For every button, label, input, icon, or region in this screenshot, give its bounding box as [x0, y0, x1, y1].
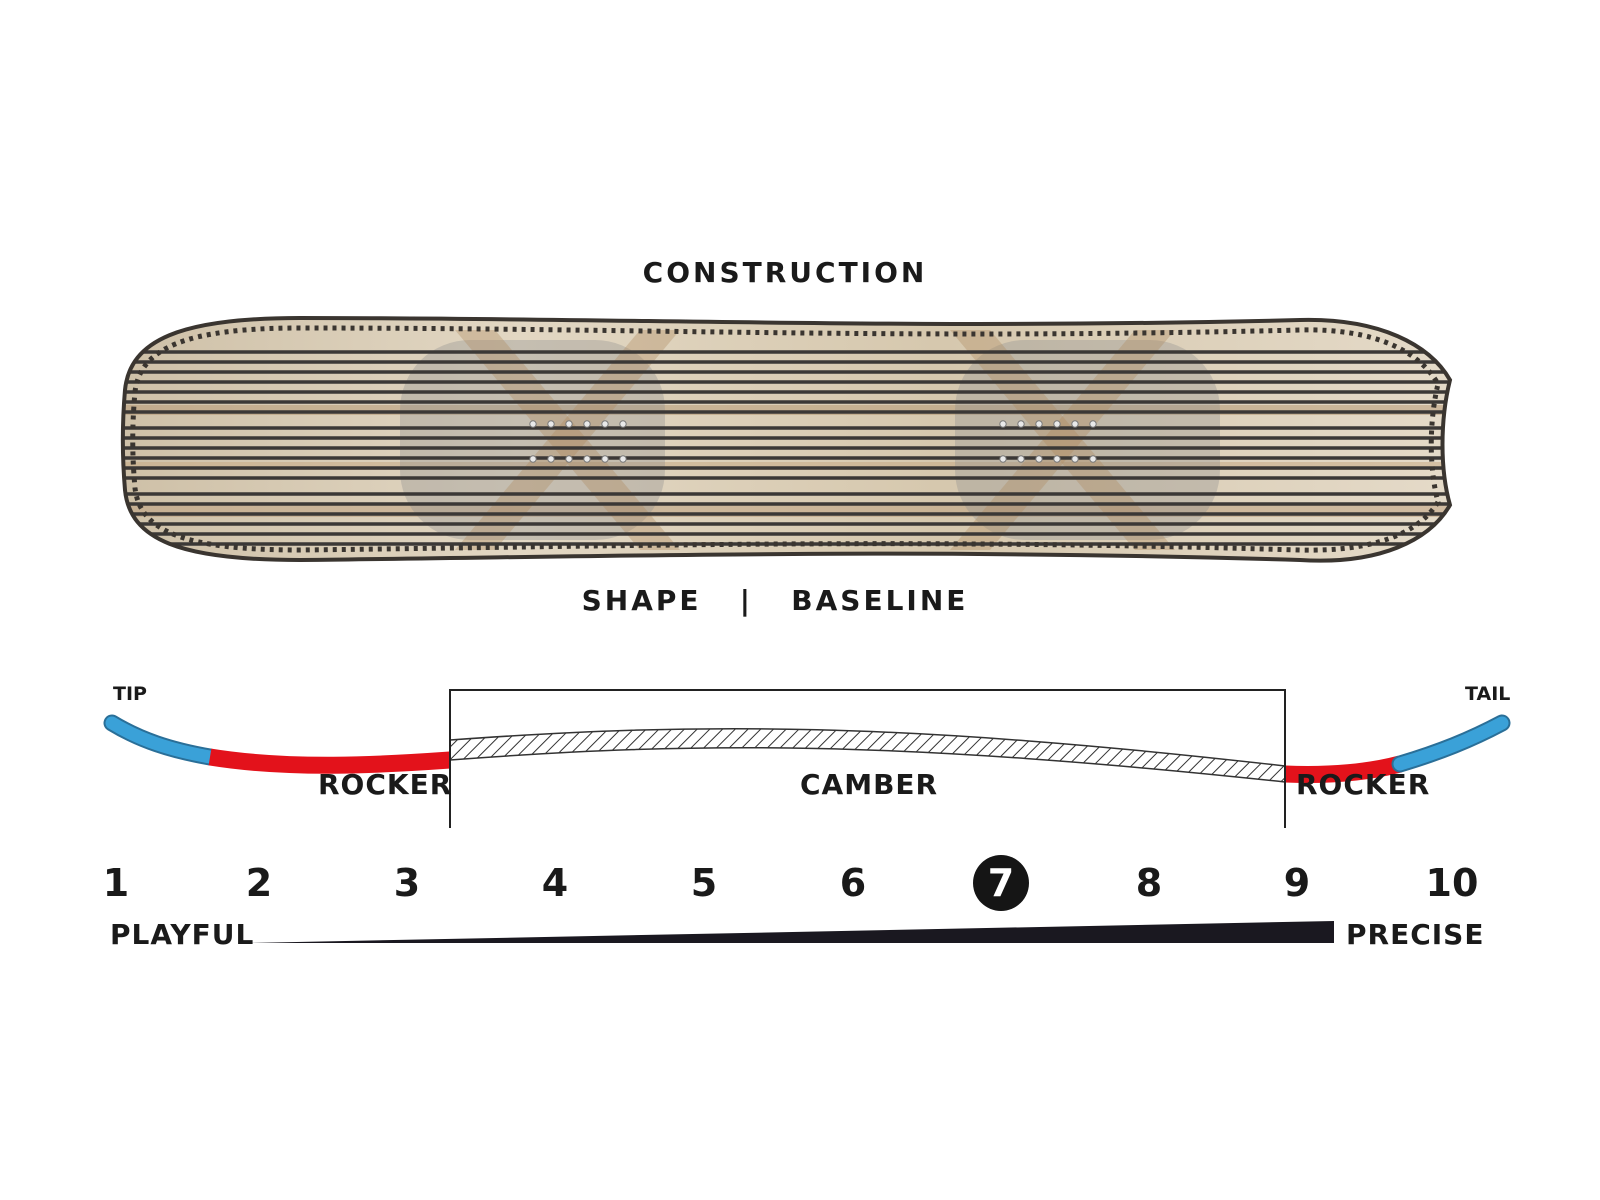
shape-label: SHAPE [581, 584, 702, 617]
shape-value: BASELINE [791, 584, 969, 617]
insert-hole [529, 420, 537, 428]
rocker-left-section [208, 748, 451, 774]
scale-number: 5 [690, 861, 718, 905]
carbon-stringers [122, 350, 1450, 546]
playful-label: PLAYFUL [110, 918, 255, 951]
insert-hole [1035, 455, 1043, 463]
tip-section [105, 716, 217, 764]
tail-label: TAIL [1465, 683, 1511, 705]
insert-hole [1017, 455, 1025, 463]
precise-label: PRECISE [1346, 918, 1485, 951]
insert-hole [547, 420, 555, 428]
camber-label: CAMBER [800, 768, 939, 801]
insert-hole [601, 455, 609, 463]
binding-inserts [529, 420, 1097, 463]
scale-number-selected: 7 [973, 855, 1029, 911]
scale-number: 6 [839, 861, 867, 905]
insert-hole [529, 455, 537, 463]
insert-hole [1071, 455, 1079, 463]
camber-bracket [449, 689, 1286, 828]
scale-number: 8 [1135, 861, 1163, 905]
tip-label: TIP [113, 683, 147, 705]
insert-hole [1089, 455, 1097, 463]
insert-hole [565, 420, 573, 428]
scale-number: 2 [245, 861, 273, 905]
flex-wedge [248, 921, 1334, 943]
insert-hole [547, 455, 555, 463]
scale-number: 3 [393, 861, 421, 905]
insert-hole [619, 455, 627, 463]
insert-hole [583, 420, 591, 428]
tail-section [1393, 716, 1509, 771]
rocker-right-section [1284, 755, 1403, 784]
snowboard-construction [120, 315, 1453, 563]
insert-hole [999, 455, 1007, 463]
scale-number: 4 [541, 861, 569, 905]
insert-hole [619, 420, 627, 428]
insert-hole [1053, 420, 1061, 428]
insert-hole [1071, 420, 1079, 428]
camber-profile [103, 689, 1511, 828]
insert-hole [1035, 420, 1043, 428]
rocker-right-label: ROCKER [1296, 768, 1431, 801]
scale-number: 10 [1425, 861, 1479, 905]
shape-heading: SHAPE | BASELINE [0, 584, 1550, 617]
insert-hole [565, 455, 573, 463]
scale-number: 9 [1283, 861, 1311, 905]
insert-hole [1053, 455, 1061, 463]
insert-hole [1089, 420, 1097, 428]
insert-hole [1017, 420, 1025, 428]
board-outline [120, 315, 1453, 563]
insert-hole [583, 455, 591, 463]
scale-number: 1 [102, 861, 130, 905]
construction-title: CONSTRUCTION [642, 256, 928, 289]
shape-separator: | [739, 584, 754, 617]
insert-hole [601, 420, 609, 428]
insert-hole [999, 420, 1007, 428]
wood-core [122, 318, 1450, 561]
rocker-left-label: ROCKER [318, 768, 453, 801]
sidewall-edge [130, 325, 1441, 553]
